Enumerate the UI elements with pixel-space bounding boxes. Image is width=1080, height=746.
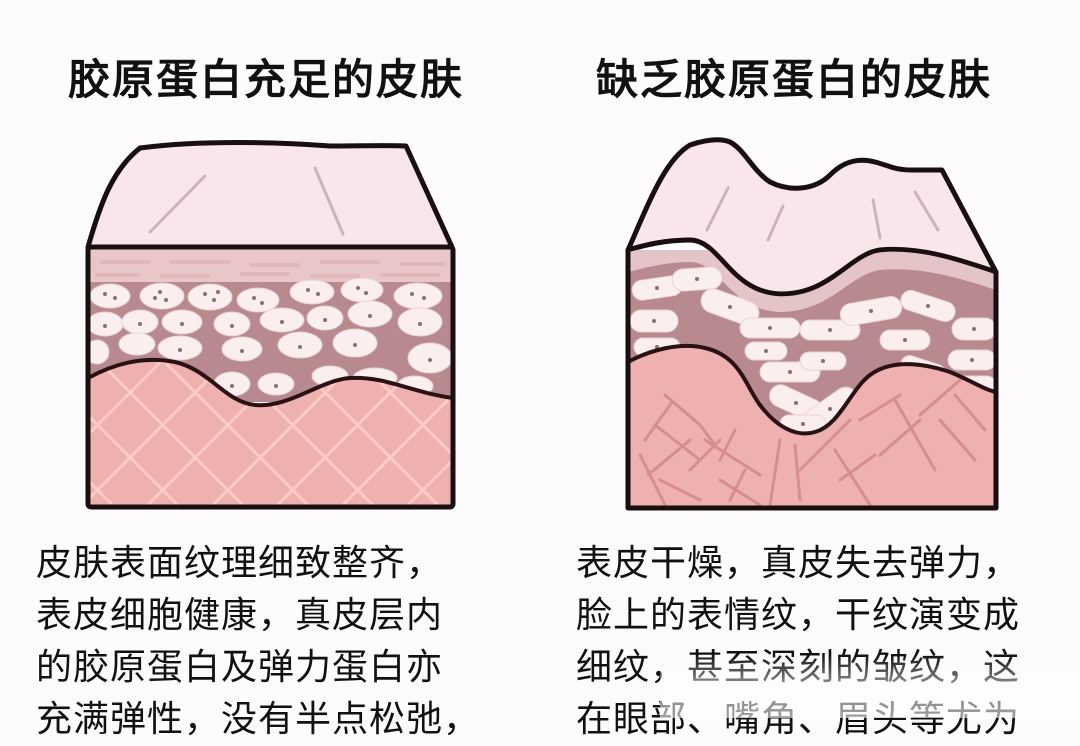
- title-collagen-deficient: 缺乏胶原蛋白的皮肤: [595, 55, 992, 104]
- description-line: 细纹，甚至深刻的皱纹，这: [576, 647, 1021, 688]
- description-line: 在眼部、嘴角、眉头等尤为: [576, 699, 1021, 740]
- dermis-layer: [88, 359, 453, 507]
- epidermis-surface: [85, 140, 455, 250]
- description-line: 充满弹性，没有半点松弛，: [36, 699, 481, 740]
- panel-collagen-rich: 胶原蛋白充足的皮肤: [0, 0, 540, 740]
- dermis-boundary: [88, 357, 453, 408]
- skin-box-outline: [625, 250, 999, 511]
- surface-line-1: [148, 174, 207, 234]
- description-line: 的胶原蛋白及弹力蛋白亦: [36, 647, 444, 688]
- skin-box-outline: [85, 244, 456, 510]
- dermis-boundary: [628, 344, 996, 436]
- damaged-skin-diagram: [625, 137, 999, 511]
- healthy-skin-diagram: [85, 140, 456, 510]
- description-collagen-rich: 皮肤表面纹理细致整齐， 表皮细胞健康，真皮层内 的胶原蛋白及弹力蛋白亦 充满弹性…: [36, 538, 480, 746]
- description-line: 表皮干燥，真皮失去弹力，: [576, 543, 1021, 584]
- description-line: 表皮细胞健康，真皮层内: [36, 595, 444, 636]
- panel-collagen-deficient: 缺乏胶原蛋白的皮肤: [540, 0, 1080, 740]
- surface-line-2: [313, 166, 345, 236]
- description-line: 脸上的表情纹，干纹演变成: [576, 595, 1021, 636]
- dermis-layer: [628, 345, 996, 508]
- description-line: 皮肤表面纹理细致整齐，: [36, 543, 444, 584]
- description-collagen-deficient: 表皮干燥，真皮失去弹力， 脸上的表情纹，干纹演变成 细纹，甚至深刻的皱纹，这 在…: [576, 538, 1020, 746]
- title-collagen-rich: 胶原蛋白充足的皮肤: [67, 55, 464, 104]
